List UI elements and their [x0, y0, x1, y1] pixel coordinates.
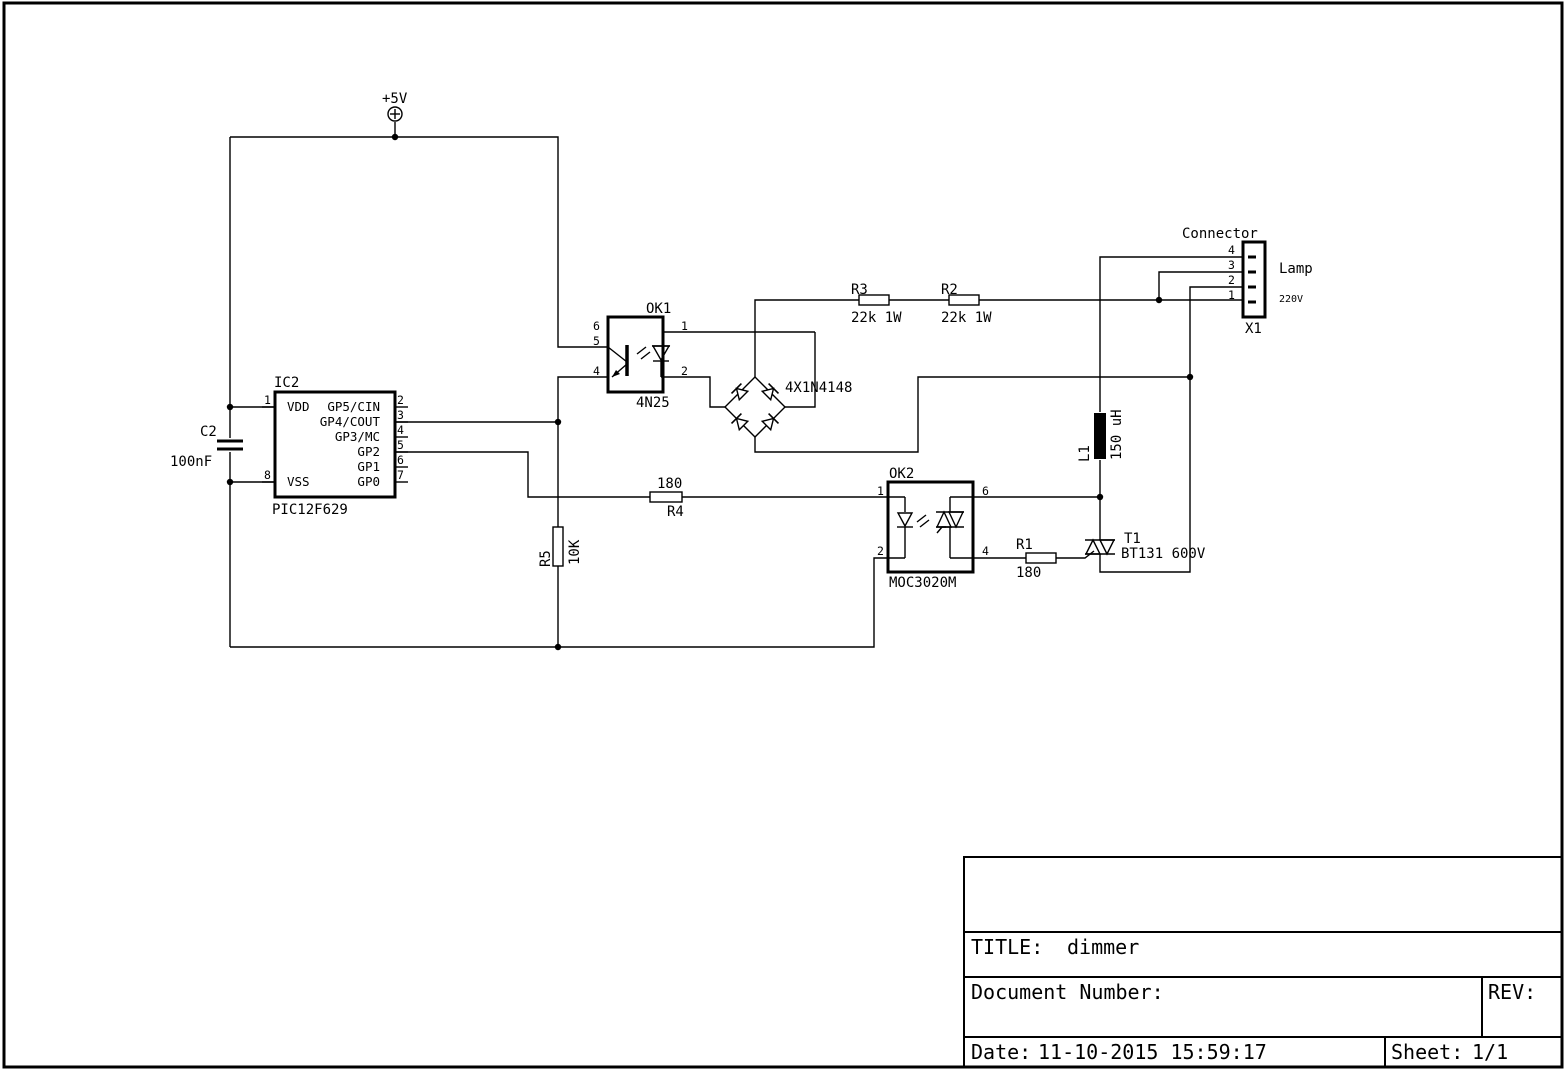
x1-pin-number: 4 [1228, 243, 1235, 257]
ok2-part: MOC3020M [889, 575, 956, 591]
r3-value: 22k 1W [851, 310, 902, 326]
t1-part: BT131 600V [1121, 546, 1206, 562]
junctions [226, 133, 1194, 651]
x1-voltage-label: 220V [1279, 294, 1303, 305]
diode-bridge: 4X1N4148 [724, 376, 852, 438]
ic2-pin-number: 4 [397, 423, 404, 437]
ok2-pin-6: 6 [982, 484, 989, 498]
l1-value: 150 uH [1109, 409, 1125, 460]
ic2-pin-number: 5 [397, 438, 404, 452]
x1-lamp-label: Lamp [1279, 261, 1313, 277]
ok2-pin-4: 4 [982, 544, 989, 558]
ic2-pin-name: GP4/COUT [320, 414, 381, 429]
resistor-r4: 180 R4 [649, 476, 684, 520]
r2-ref: R2 [941, 282, 958, 298]
ic2-pin-number: 6 [397, 453, 404, 467]
ok1-pin-6: 6 [593, 319, 600, 333]
resistor-r2: R2 22k 1W [941, 282, 992, 326]
rev-label: REV: [1488, 980, 1536, 1004]
ok1-pin-5: 5 [593, 334, 600, 348]
ic2-chip: IC2 PIC12F629 1 VDD 8 VSS 2 GP5/CIN 3 GP4/COUT… [262, 375, 408, 518]
ic2-part: PIC12F629 [272, 502, 348, 518]
capacitor-c2: C2 100nF [170, 424, 244, 470]
ok1-pin-4: 4 [593, 364, 600, 378]
resistor-r1: R1 180 [1016, 537, 1057, 581]
ic2-pin-name: GP0 [357, 474, 380, 489]
ok1-part: 4N25 [636, 395, 670, 411]
diode-icon [760, 412, 780, 432]
r3-ref: R3 [851, 282, 868, 298]
diode-icon [730, 412, 750, 432]
ic2-pin-number: 7 [397, 468, 404, 482]
sheet-label: Sheet: [1391, 1040, 1463, 1064]
optotriac-ok2: OK2 MOC3020M 1 2 6 4 [877, 466, 989, 591]
triac-t1: T1 BT131 600V [1084, 527, 1206, 565]
ok2-pin-2: 2 [877, 544, 884, 558]
title-value: dimmer [1067, 935, 1139, 959]
title-block: TITLE: dimmer Document Number: REV: Date… [963, 856, 1563, 1068]
r1-value: 180 [1016, 565, 1041, 581]
c2-value: 100nF [170, 454, 212, 470]
date-value: 11-10-2015 15:59:17 [1038, 1040, 1267, 1064]
diode-icon [760, 382, 780, 402]
ic2-pin-name: VDD [287, 399, 310, 414]
ok2-ref: OK2 [889, 466, 914, 482]
title-label: TITLE: [971, 935, 1043, 959]
diode-icon [730, 382, 750, 402]
ic2-ref: IC2 [274, 375, 299, 391]
wires [229, 122, 1243, 648]
date-label: Date: [971, 1040, 1031, 1064]
ic2-pin-number: 3 [397, 408, 404, 422]
x1-pin-number: 1 [1228, 288, 1235, 302]
ok1-pin-2: 2 [681, 364, 688, 378]
supply-label: +5V [382, 91, 408, 107]
r1-ref: R1 [1016, 537, 1033, 553]
ic2-pin-name: VSS [287, 474, 310, 489]
c2-ref: C2 [200, 424, 217, 440]
r4-value: 180 [657, 476, 682, 492]
resistor-r3: R3 22k 1W [851, 282, 902, 326]
sheet-value: 1/1 [1472, 1040, 1508, 1064]
ic2-pin-name: GP5/CIN [327, 399, 380, 414]
ic2-pin-number: 8 [264, 468, 271, 482]
ic2-pin-number: 1 [264, 393, 271, 407]
resistor-r5: R5 10K [538, 526, 583, 567]
r5-value: 10K [567, 539, 583, 565]
r5-ref: R5 [538, 550, 554, 567]
r4-ref: R4 [667, 504, 684, 520]
ok1-pin-1: 1 [681, 319, 688, 333]
ok1-ref: OK1 [646, 301, 671, 317]
optocoupler-ok1: OK1 4N25 6 5 4 1 2 [593, 301, 688, 411]
ok2-pin-1: 1 [877, 484, 884, 498]
ic2-pin-name: GP1 [357, 459, 380, 474]
l1-ref: L1 [1077, 445, 1093, 462]
ic2-pin-name: GP3/MC [335, 429, 380, 444]
x1-pin-number: 2 [1228, 273, 1235, 287]
ic2-pin-number: 2 [397, 393, 404, 407]
docnum-label: Document Number: [971, 980, 1164, 1004]
inductor-l1: L1 150 uH [1077, 409, 1125, 462]
r2-value: 22k 1W [941, 310, 992, 326]
bridge-label: 4X1N4148 [785, 380, 852, 396]
t1-ref: T1 [1124, 531, 1141, 547]
ic2-pin-name: GP2 [357, 444, 380, 459]
x1-title: Connector [1182, 226, 1258, 242]
x1-pin-number: 3 [1228, 258, 1235, 272]
supply-symbol: +5V [382, 91, 408, 122]
x1-ref: X1 [1245, 321, 1262, 337]
